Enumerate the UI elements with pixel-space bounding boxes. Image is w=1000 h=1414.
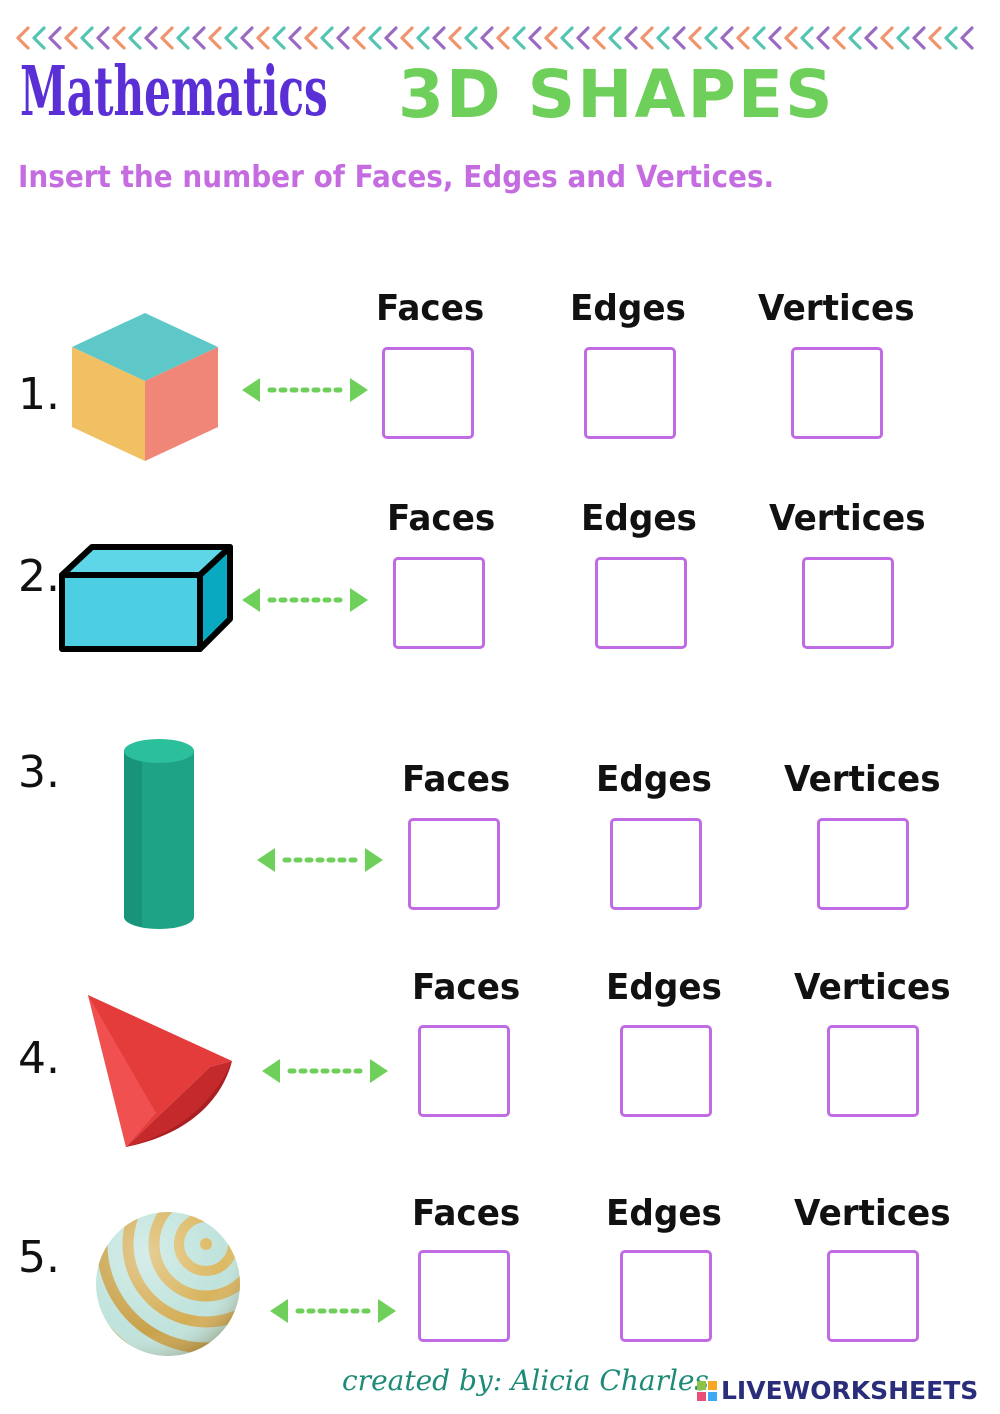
vertices-label: Vertices bbox=[758, 288, 915, 329]
worksheet-title: 3D SHAPES bbox=[398, 56, 835, 133]
edges-label: Edges bbox=[606, 1193, 722, 1234]
faces-label: Faces bbox=[387, 498, 496, 539]
chevron-border-decoration bbox=[16, 26, 974, 50]
vertices-label: Vertices bbox=[784, 759, 941, 800]
cone-icon bbox=[88, 995, 232, 1147]
faces-answer-box[interactable] bbox=[382, 347, 474, 439]
liveworksheets-mark-icon bbox=[697, 1380, 717, 1401]
rectangular-prism-icon bbox=[59, 544, 233, 652]
vertices-answer-box[interactable] bbox=[827, 1025, 919, 1117]
question-row-3: 3. Faces Edges Vertices bbox=[0, 735, 1000, 929]
faces-answer-box[interactable] bbox=[393, 557, 485, 649]
cube-icon bbox=[72, 313, 218, 461]
faces-answer-box[interactable] bbox=[418, 1025, 510, 1117]
edges-answer-box[interactable] bbox=[620, 1250, 712, 1342]
edges-answer-box[interactable] bbox=[595, 557, 687, 649]
double-arrow-icon bbox=[270, 1299, 396, 1323]
question-number: 5. bbox=[18, 1232, 60, 1283]
edges-answer-box[interactable] bbox=[610, 818, 702, 910]
faces-answer-box[interactable] bbox=[418, 1250, 510, 1342]
faces-label: Faces bbox=[402, 759, 511, 800]
question-number: 4. bbox=[18, 1033, 60, 1084]
edges-label: Edges bbox=[596, 759, 712, 800]
question-row-2: 2. Faces Edges Vertices bbox=[0, 495, 1000, 655]
cylinder-icon bbox=[124, 739, 194, 929]
sphere-icon bbox=[96, 1212, 240, 1356]
vertices-answer-box[interactable] bbox=[827, 1250, 919, 1342]
vertices-label: Vertices bbox=[769, 498, 926, 539]
liveworksheets-brand: LIVEWORKSHEETS bbox=[721, 1376, 979, 1405]
instruction-text: Insert the number of Faces, Edges and Ve… bbox=[18, 160, 775, 195]
faces-label: Faces bbox=[412, 967, 521, 1008]
faces-label: Faces bbox=[412, 1193, 521, 1234]
double-arrow-icon bbox=[257, 848, 383, 872]
double-arrow-icon bbox=[242, 588, 368, 612]
vertices-answer-box[interactable] bbox=[817, 818, 909, 910]
liveworksheets-logo[interactable]: LIVEWORKSHEETS bbox=[697, 1376, 978, 1405]
question-row-5: 5. Faces Edges Vertices bbox=[0, 1190, 1000, 1356]
edges-label: Edges bbox=[606, 967, 722, 1008]
faces-answer-box[interactable] bbox=[408, 818, 500, 910]
vertices-answer-box[interactable] bbox=[802, 557, 894, 649]
question-row-4: 4. Faces Edges Vertices bbox=[0, 965, 1000, 1147]
author-credit: created by: Alicia Charles bbox=[342, 1364, 709, 1397]
vertices-label: Vertices bbox=[794, 1193, 951, 1234]
edges-answer-box[interactable] bbox=[584, 347, 676, 439]
vertices-answer-box[interactable] bbox=[791, 347, 883, 439]
question-row-1: 1. Faces Edges Vertices bbox=[0, 285, 1000, 461]
subject-heading: Mathematics bbox=[20, 52, 328, 132]
double-arrow-icon bbox=[242, 378, 368, 402]
question-number: 1. bbox=[18, 369, 60, 420]
edges-label: Edges bbox=[581, 498, 697, 539]
edges-answer-box[interactable] bbox=[620, 1025, 712, 1117]
vertices-label: Vertices bbox=[794, 967, 951, 1008]
question-number: 3. bbox=[18, 747, 60, 798]
edges-label: Edges bbox=[570, 288, 686, 329]
question-number: 2. bbox=[18, 551, 60, 602]
double-arrow-icon bbox=[262, 1059, 388, 1083]
faces-label: Faces bbox=[376, 288, 485, 329]
